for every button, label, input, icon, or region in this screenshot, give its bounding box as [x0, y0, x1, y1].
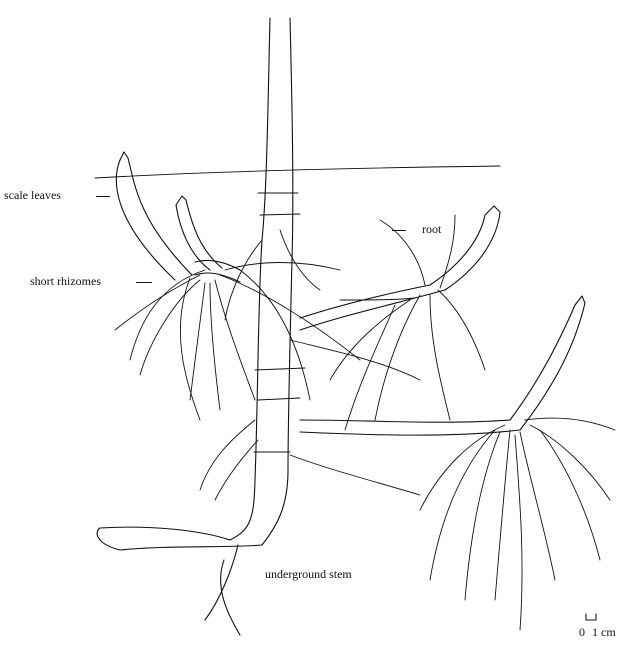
roots-left: [115, 263, 360, 421]
leader-root: [392, 230, 406, 231]
label-scale-leaves: scale leaves: [4, 188, 61, 202]
soil-surface-line: [95, 166, 500, 178]
roots-right-lower: [420, 418, 615, 630]
stem-nodes: [254, 193, 305, 452]
underground-stem-rhizome: [97, 527, 262, 635]
roots-right-middle: [330, 215, 485, 430]
label-root: root: [422, 222, 441, 236]
scale-bar: [586, 614, 596, 620]
leader-short-rhizomes: [136, 282, 152, 283]
roots-center: [200, 230, 420, 500]
scale-bar-zero: 0: [579, 625, 585, 639]
label-short-rhizomes: short rhizomes: [30, 274, 101, 288]
label-underground-stem: underground stem: [265, 567, 352, 581]
scale-bar-one-cm: 1 cm: [592, 625, 616, 639]
leader-scale-leaves: [96, 196, 110, 197]
